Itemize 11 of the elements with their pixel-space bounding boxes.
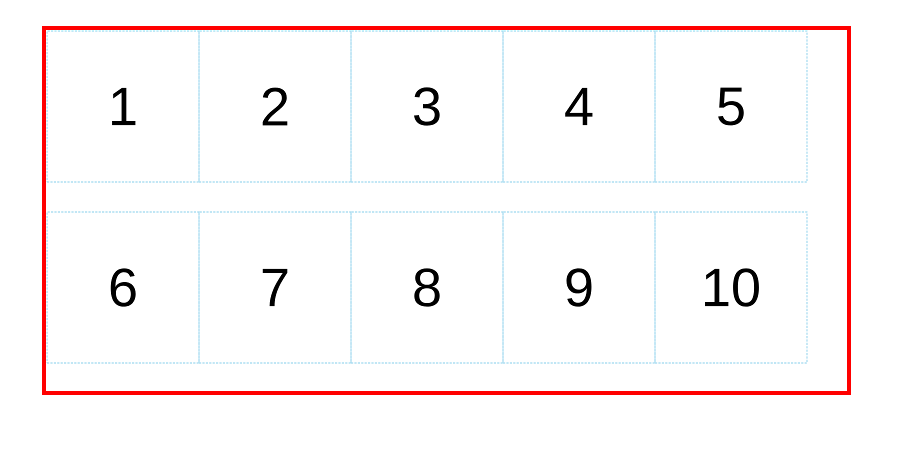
grid-cell: 2 (198, 30, 352, 182)
grid-cell: 5 (654, 30, 808, 182)
grid-cell: 4 (502, 30, 656, 182)
grid-cell: 1 (46, 30, 200, 182)
grid-cell: 6 (46, 212, 200, 364)
grid-cell: 9 (502, 212, 656, 364)
grid-cell: 8 (350, 212, 504, 364)
grid-cell: 10 (654, 212, 808, 364)
frame (42, 26, 851, 395)
grid-cell: 7 (198, 212, 352, 364)
grid-cell: 3 (350, 30, 504, 182)
